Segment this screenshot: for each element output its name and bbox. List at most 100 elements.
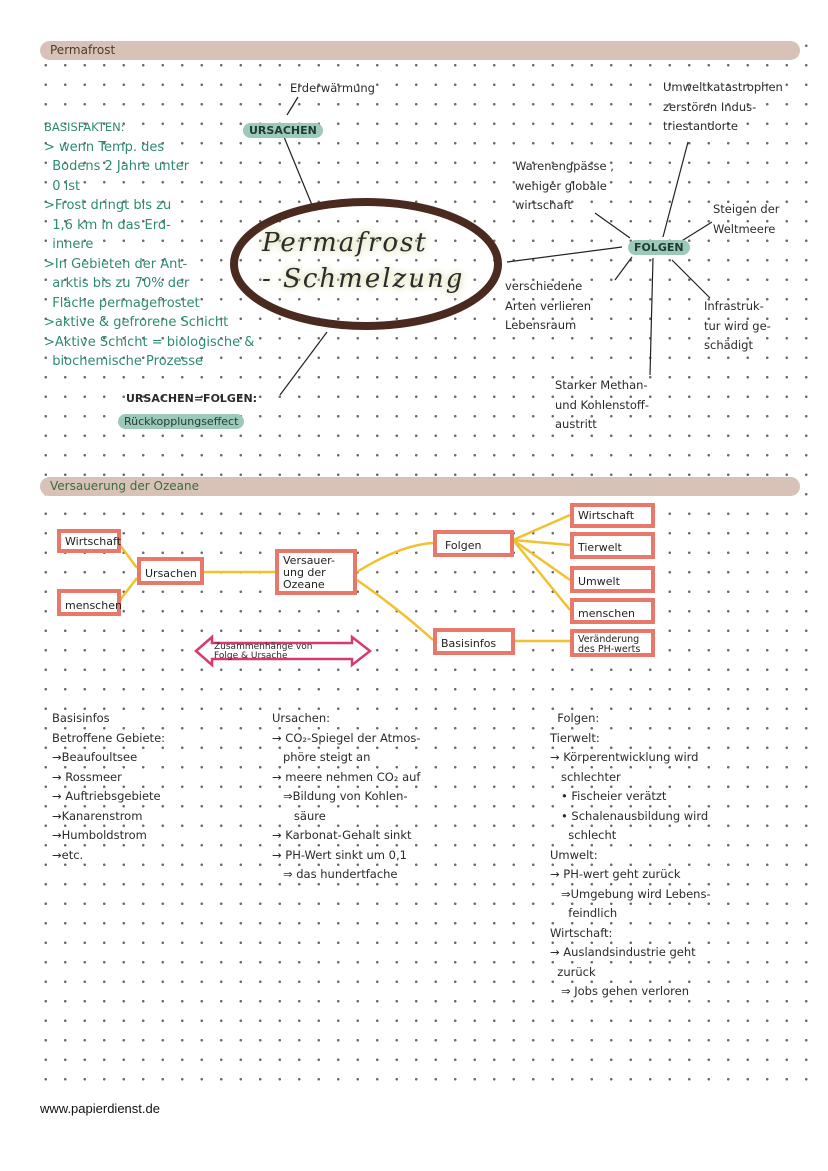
text-line: Infrastruk- <box>704 299 764 313</box>
section-title: Versauerung der Ozeane <box>50 479 199 493</box>
section-header-permafrost: Permafrost <box>40 41 800 60</box>
text-line: →Humboldstrom <box>52 828 147 842</box>
text-line: innere <box>44 237 94 252</box>
text-line: Betroffene Gebiete: <box>52 730 166 745</box>
text-line: >aktive & gefrorene Schicht <box>44 315 229 330</box>
connector <box>118 544 139 569</box>
line-waren <box>594 212 631 239</box>
text-line: → PH-Wert sinkt um 0,1 <box>272 847 407 862</box>
line-meere <box>679 221 713 243</box>
text-line: Weltmeere <box>713 221 776 236</box>
section-header-versauerung: Versauerung der Ozeane <box>40 477 800 496</box>
box-versauerung: Versauer- ung der Ozeane <box>275 549 357 595</box>
text-line: verschiedene <box>505 279 583 293</box>
folge-infrastruktur: Infrastruk-tur wird ge-schädigt <box>704 297 771 356</box>
footer-url: www.papierdienst.de <box>40 1101 160 1116</box>
box-menschen-left: menschen <box>57 589 122 616</box>
center-title-line1: Permafrost <box>262 228 428 258</box>
text-line: ⇒ Jobs gehen verloren <box>550 984 689 998</box>
connector <box>512 538 571 547</box>
double-arrow-icon <box>194 634 373 668</box>
text-line: Folgen: <box>550 711 600 725</box>
box-ph-wert: Veränderung des PH-werts <box>570 629 655 657</box>
text-line: ⇒Umgebung wird Lebens- <box>550 886 711 901</box>
text-line: zurück <box>550 964 596 979</box>
box-ursachen: Ursachen <box>137 557 204 585</box>
connector <box>356 541 434 574</box>
text-line: 1,6 km in das Erd- <box>44 217 171 233</box>
line-folgen <box>506 246 623 263</box>
line-arten <box>614 256 633 281</box>
text-line: ⇒Bildung von Kohlen- <box>272 789 408 803</box>
line-feedback <box>279 331 328 396</box>
section-title: Permafrost <box>50 43 116 57</box>
center-ellipse <box>230 198 502 330</box>
text-line: >Aktive Schicht = biologische & <box>44 334 255 350</box>
box-menschen-right: menschen <box>570 598 655 624</box>
basisfakten-list: BASISFAKTEN:> wenn Temp. des Bodens 2 Ja… <box>44 118 254 372</box>
text-line: Basisinfos <box>52 711 110 725</box>
line-infra <box>671 259 711 299</box>
text-line: → PH-wert geht zurück <box>550 867 681 881</box>
box-tierwelt: Tierwelt <box>570 532 655 559</box>
box-wirtschaft-right: Wirtschaft <box>570 503 655 528</box>
arrow-label: Zusammenhänge von Folge & Ursache <box>214 642 313 661</box>
text-line: schädigt <box>704 338 753 352</box>
text-line: Starker Methan- <box>555 378 648 392</box>
text-line: Lebensraum <box>505 318 577 332</box>
text-line: →etc. <box>52 847 84 862</box>
text-line: →Beaufoultsee <box>52 750 138 764</box>
text-line: >In Gebieten der Ant- <box>44 256 188 272</box>
text-line: → Auftriebsgebiete <box>52 789 161 803</box>
erderwaermung-label: Erderwärmung <box>290 81 375 95</box>
folgen-pill: FOLGEN <box>628 240 690 255</box>
feedback-heading: URSACHEN=FOLGEN: <box>126 392 258 405</box>
text-line: Tierwelt: <box>550 730 600 745</box>
center-title-line2: - Schmelzung <box>262 264 465 294</box>
text-line: → CO₂-Spiegel der Atmos- <box>272 730 421 745</box>
text-line: → Körperentwicklung wird <box>550 750 699 764</box>
text-line: säure <box>272 808 326 823</box>
text-line: BASISFAKTEN: <box>44 120 125 134</box>
text-line: • Fischeier verätzt <box>550 789 667 803</box>
folgen-column: Folgen: Tierwelt: → Körperentwicklung wird… <box>550 709 711 1002</box>
text-line: Ursachen: <box>272 711 331 725</box>
text-line: arktis bis zu 70% der <box>44 276 190 291</box>
text-line: Fläche permagefrostet <box>44 295 200 311</box>
text-line: Warenengpässe , <box>515 159 614 173</box>
text-line: tur wird ge- <box>704 318 771 333</box>
connector <box>512 539 571 611</box>
text-line: triestandorte <box>663 119 738 133</box>
ursachen-column: Ursachen: → CO₂-Spiegel der Atmos- phöre … <box>272 709 421 885</box>
line-methan <box>649 257 654 376</box>
text-line: weniger globale <box>515 178 607 193</box>
ursachen-pill: URSACHEN <box>243 123 323 138</box>
text-line: → meere nehmen CO₂ auf <box>272 769 421 784</box>
box-basisinfos: Basisinfos <box>433 628 515 655</box>
text-line: austritt <box>555 417 597 431</box>
text-line: ⇒ das hundertfache <box>272 867 398 881</box>
text-line: → Rossmeer <box>52 769 122 784</box>
text-line: phöre steigt an <box>272 750 371 764</box>
box-umwelt: Umwelt <box>570 566 655 593</box>
connector <box>356 578 434 641</box>
text-line: →Kanarenstrom <box>52 808 143 823</box>
text-line: und Kohlenstoff- <box>555 397 649 412</box>
connector <box>512 538 571 582</box>
text-line: → Karbonat-Gehalt sinkt <box>272 828 412 842</box>
line-ursachen <box>283 136 313 206</box>
text-line: Umwelt: <box>550 847 598 862</box>
folge-methan: Starker Methan-und Kohlenstoff-austritt <box>555 376 649 435</box>
text-line: → Auslandsindustrie geht <box>550 945 696 959</box>
text-line: schlechter <box>550 769 621 784</box>
text-line: feindlich <box>550 906 618 920</box>
connector <box>512 513 571 542</box>
text-line: biochemische Prozesse <box>44 354 204 369</box>
text-line: • Schalenausbildung wird <box>550 808 709 823</box>
box-wirtschaft-left: Wirtschaft <box>57 529 121 553</box>
box-folgen: Folgen <box>433 530 514 557</box>
